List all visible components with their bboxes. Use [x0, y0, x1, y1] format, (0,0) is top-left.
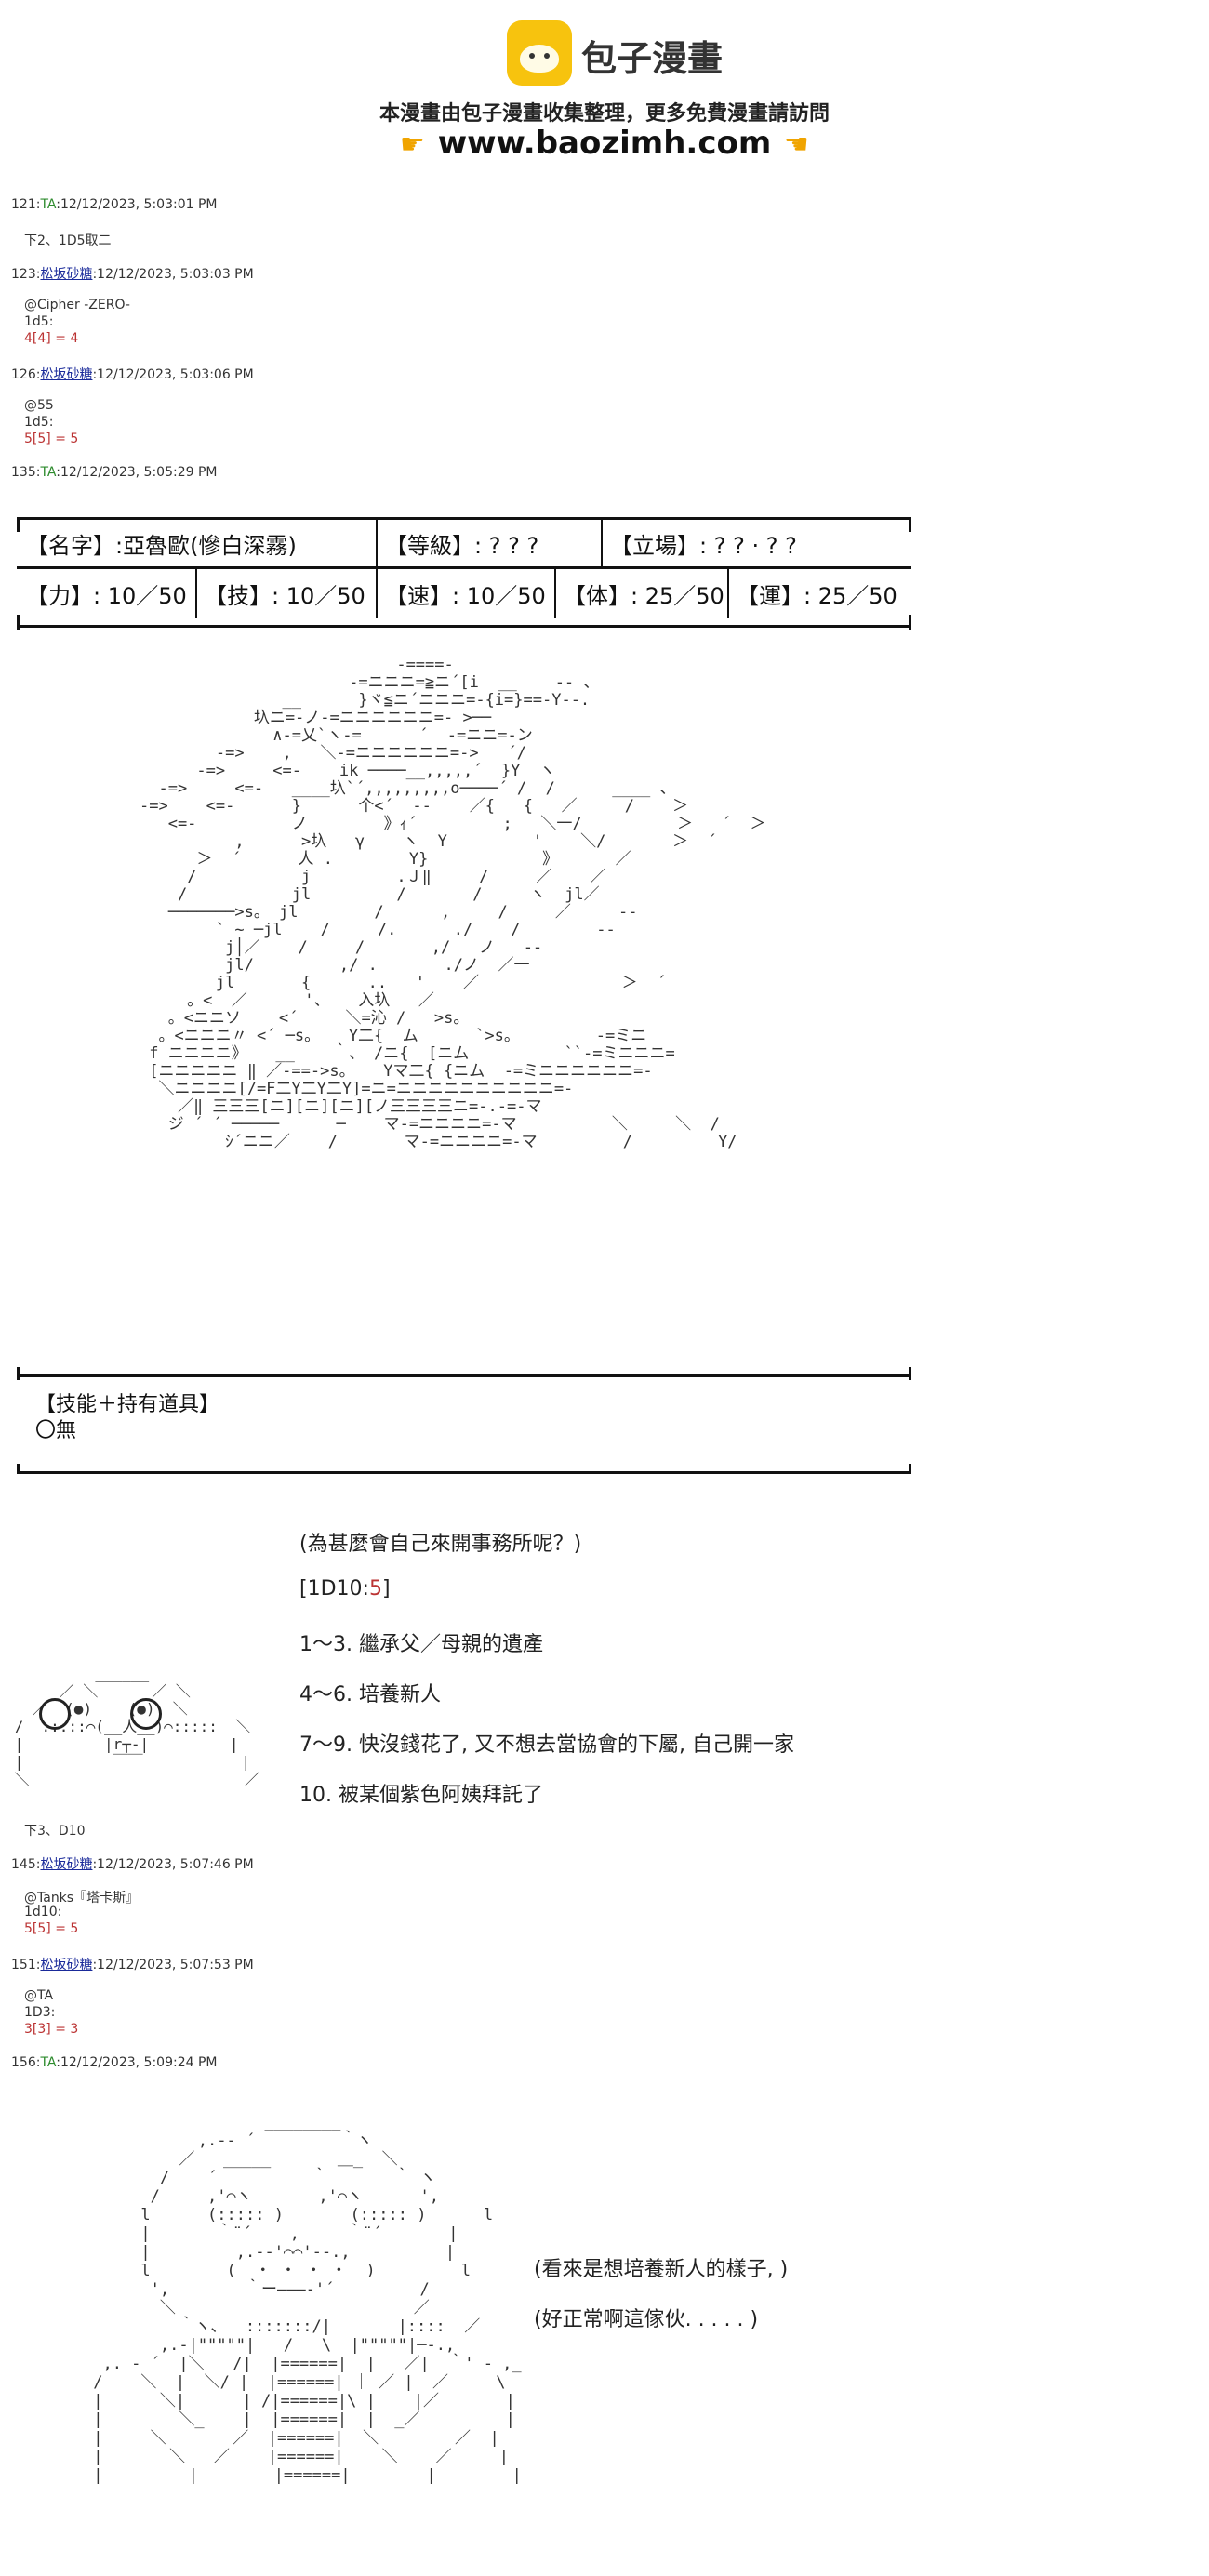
- bun-face-icon: [520, 45, 559, 73]
- post-number: 126:: [11, 367, 41, 382]
- brand-name: 包子漫畫: [581, 38, 724, 79]
- post-body: 下2、1D5取二: [24, 233, 112, 248]
- roll-option: 7～9. 快沒錢花了, 又不想去當協會的下屬, 自己開一家: [299, 1733, 794, 1757]
- dice-label: [1D10:: [299, 1577, 369, 1600]
- roll-option-selected: 4～6. 培養新人: [299, 1683, 441, 1706]
- poster-name[interactable]: 松坂砂糖: [40, 1958, 93, 1972]
- dice-result: 5[5] = 5: [24, 432, 79, 446]
- eye-icon: [130, 1698, 162, 1730]
- post-body: @Cipher -ZERO-: [24, 298, 130, 312]
- dice-value: 5: [368, 1577, 382, 1600]
- roll-question: (為甚麼會自己來開事務所呢？): [299, 1533, 582, 1556]
- post-body: 1d10:: [24, 1905, 62, 1919]
- divider: [909, 1464, 911, 1474]
- ascii-art-character: -====- -=ニニニ=≧ニ´[i __ -- 、 __ }ヾ≦ニ´ニニニ=-…: [140, 656, 766, 1151]
- divider: [17, 566, 911, 569]
- site-notice: 本漫畫由包子漫畫收集整理，更多免費漫畫請訪問: [379, 102, 830, 126]
- divider: [17, 625, 911, 628]
- divider: [17, 517, 911, 520]
- post-header: 151:松坂砂糖:12/12/2023, 5:07:53 PM: [11, 1955, 254, 1973]
- post-body: @Tanks『塔卡斯』: [24, 1891, 140, 1905]
- post-time: :12/12/2023, 5:05:29 PM: [56, 465, 218, 480]
- post-number: 156:: [11, 2055, 41, 2070]
- post-header: 156:TA:12/12/2023, 5:09:24 PM: [11, 2055, 218, 2070]
- post-body: @55: [24, 398, 54, 413]
- site-url-row[interactable]: ☛ www.baozimh.com ☛: [0, 125, 1209, 162]
- post-header: 123:松坂砂糖:12/12/2023, 5:03:03 PM: [11, 264, 254, 283]
- post-number: 135:: [11, 465, 41, 480]
- eye-icon: [39, 1698, 71, 1730]
- divider: [909, 1367, 911, 1380]
- poster-name[interactable]: TA: [40, 2055, 57, 2070]
- poster-name[interactable]: 松坂砂糖: [40, 267, 93, 282]
- poster-name[interactable]: TA: [40, 465, 57, 480]
- items-value: 〇無: [35, 1419, 77, 1442]
- divider: [601, 517, 603, 569]
- divider: [554, 566, 556, 618]
- divider: [727, 566, 729, 618]
- stat-speed: 【速】: 10／50: [385, 583, 546, 609]
- pointing-hand-icon: ☛: [399, 128, 425, 161]
- divider: [17, 517, 20, 532]
- divider: [17, 1471, 911, 1474]
- stat-power: 【力】: 10／50: [26, 583, 187, 609]
- items-title: 【技能＋持有道具】: [35, 1393, 220, 1416]
- divider: [376, 517, 378, 569]
- divider: [909, 615, 911, 630]
- status-level: 【等級】: ? ? ?: [385, 533, 539, 559]
- post-header: 126:松坂砂糖:12/12/2023, 5:03:06 PM: [11, 365, 254, 383]
- dice-close: ]: [381, 1577, 391, 1600]
- post-header: 135:TA:12/12/2023, 5:05:29 PM: [11, 465, 218, 480]
- divider: [17, 1464, 20, 1474]
- roll-option: 1～3. 繼承父／母親的遺產: [299, 1633, 543, 1656]
- post-time: :12/12/2023, 5:07:53 PM: [92, 1958, 254, 1972]
- ascii-art-face: ______ ／ ＼ ／ ＼ ／ (●) (●) ＼ / :::::⌒(__人_…: [14, 1665, 259, 1788]
- poster-name[interactable]: TA: [40, 197, 57, 212]
- post-header: 121:TA:12/12/2023, 5:03:01 PM: [11, 197, 218, 212]
- post-number: 123:: [11, 267, 41, 282]
- poster-name[interactable]: 松坂砂糖: [40, 367, 93, 382]
- post-time: :12/12/2023, 5:03:06 PM: [92, 367, 254, 382]
- post-body: 1d5:: [24, 314, 54, 329]
- closing-line-2: (好正常啊這傢伙. . . . . ): [534, 2308, 759, 2331]
- post-number: 121:: [11, 197, 41, 212]
- status-name: 【名字】:亞魯歐(慘白深霧): [26, 533, 297, 559]
- dice-result: 4[4] = 4: [24, 331, 79, 346]
- poster-name[interactable]: 松坂砂糖: [40, 1857, 93, 1872]
- divider: [17, 615, 20, 630]
- dice-result: 5[5] = 5: [24, 1921, 79, 1936]
- closing-line-1: (看來是想培養新人的樣子, ): [534, 2258, 789, 2281]
- stat-luck: 【運】: 25／50: [737, 583, 897, 609]
- stat-body: 【体】: 25／50: [564, 583, 724, 609]
- post-body: 下3、D10: [24, 1824, 86, 1839]
- post-body: 1d5:: [24, 415, 54, 430]
- post-time: :12/12/2023, 5:03:01 PM: [56, 197, 218, 212]
- site-url[interactable]: www.baozimh.com: [437, 125, 772, 162]
- post-time: :12/12/2023, 5:07:46 PM: [92, 1857, 254, 1872]
- roll-option: 10. 被某個紫色阿姨拜託了: [299, 1784, 543, 1807]
- stat-skill: 【技】: 10／50: [205, 583, 365, 609]
- post-number: 145:: [11, 1857, 41, 1872]
- divider: [376, 566, 378, 618]
- brand-logo-icon: [507, 20, 572, 86]
- roll-dice: [1D10:5]: [299, 1577, 391, 1600]
- post-body: @TA: [24, 1988, 54, 2003]
- post-time: :12/12/2023, 5:03:03 PM: [92, 267, 254, 282]
- dice-result: 3[3] = 3: [24, 2022, 79, 2037]
- post-body: 1D3:: [24, 2005, 56, 2020]
- pointing-hand-icon: ☛: [784, 128, 810, 161]
- divider: [909, 517, 911, 532]
- post-header: 145:松坂砂糖:12/12/2023, 5:07:46 PM: [11, 1854, 254, 1873]
- post-number: 151:: [11, 1958, 41, 1972]
- divider: [195, 566, 197, 618]
- post-time: :12/12/2023, 5:09:24 PM: [56, 2055, 218, 2070]
- status-stance: 【立場】: ? ? · ? ?: [610, 533, 797, 559]
- divider: [17, 1367, 20, 1380]
- ascii-art-bald-man: ________ ,.-‐ ´ ｀ヽ ／ _____ ＿_ ＼ / ´ ｀ ｀ …: [93, 2113, 522, 2485]
- divider: [17, 1374, 911, 1377]
